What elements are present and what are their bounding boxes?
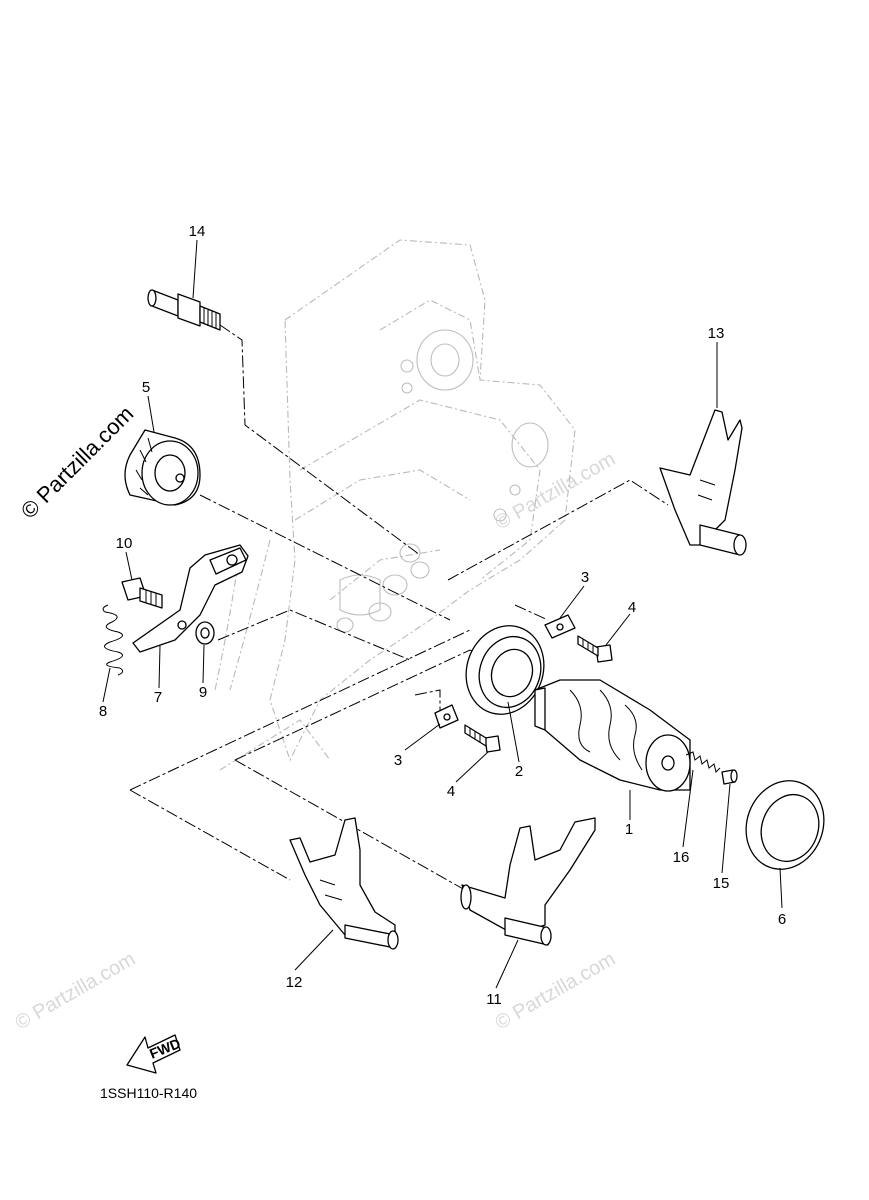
part-7-shift-arm	[132, 544, 249, 653]
part-6-oil-seal	[745, 780, 825, 870]
callout-12: 12	[286, 974, 303, 991]
callout-11: 11	[486, 991, 502, 1008]
leader-16	[682, 769, 694, 848]
leader-15	[721, 783, 731, 874]
fwd-arrow-icon: FWD	[126, 1034, 183, 1074]
callout-14: 14	[189, 223, 206, 240]
part-2-bearing	[465, 625, 545, 715]
callout-numbers: 14 5 13 10 8 7 9 3 4 3 4 2 1 16 15 6 12 …	[99, 223, 786, 1008]
leader-4-upper	[605, 613, 631, 646]
callout-4-lower: 4	[447, 783, 455, 800]
part-16-spring	[685, 751, 721, 773]
leader-7	[158, 645, 161, 689]
callout-2: 2	[515, 763, 523, 780]
part-1-shift-drum	[534, 679, 691, 792]
faint-watermark-right: © Partzilla.com	[492, 948, 620, 1034]
partzilla-watermark: © Partzilla.com	[16, 401, 139, 524]
leader-3-lower	[404, 723, 441, 751]
callout-16: 16	[673, 849, 690, 866]
leader-6	[779, 867, 783, 909]
leader-9	[202, 644, 205, 684]
part-4-bolt-upper	[577, 635, 613, 663]
part-12-shift-fork	[289, 817, 399, 950]
callout-9: 9	[199, 684, 207, 701]
leader-10	[125, 551, 133, 581]
callout-3-upper: 3	[581, 569, 589, 586]
callout-7: 7	[154, 689, 162, 706]
leader-4-lower	[455, 751, 489, 783]
callout-3-lower: 3	[394, 752, 402, 769]
part-8-spring	[102, 604, 124, 676]
part-11-shift-fork	[460, 817, 596, 946]
part-13-shift-fork	[659, 409, 747, 556]
callout-13: 13	[708, 325, 725, 342]
callout-4-upper: 4	[628, 599, 636, 616]
callout-6: 6	[778, 911, 786, 928]
leader-3-upper	[559, 585, 585, 619]
part-15-pin	[721, 769, 738, 785]
leader-12	[294, 929, 334, 971]
leader-14	[192, 239, 198, 299]
callout-5: 5	[142, 379, 150, 396]
part-5-segment-cam	[124, 429, 201, 506]
callout-10: 10	[116, 535, 133, 552]
leader-5	[147, 395, 155, 433]
callout-15: 15	[713, 875, 730, 892]
part-3-plate-upper	[544, 614, 576, 639]
assembly-chain-lines	[129, 324, 669, 891]
part-9-washer	[195, 621, 215, 645]
part-14-shaft-bolt	[147, 289, 221, 331]
faint-watermark-left: © Partzilla.com	[12, 948, 140, 1034]
callout-8: 8	[99, 703, 107, 720]
part-3-plate-lower	[434, 704, 459, 729]
leader-8	[102, 667, 111, 703]
part-10-bolt	[121, 577, 163, 609]
part-4-bolt-lower	[464, 724, 501, 753]
diagram-code: 1SSH110-R140	[100, 1085, 197, 1101]
leader-11	[495, 939, 519, 989]
leader-2	[507, 701, 520, 763]
callout-1: 1	[625, 821, 633, 838]
callout-leaders	[102, 239, 783, 989]
